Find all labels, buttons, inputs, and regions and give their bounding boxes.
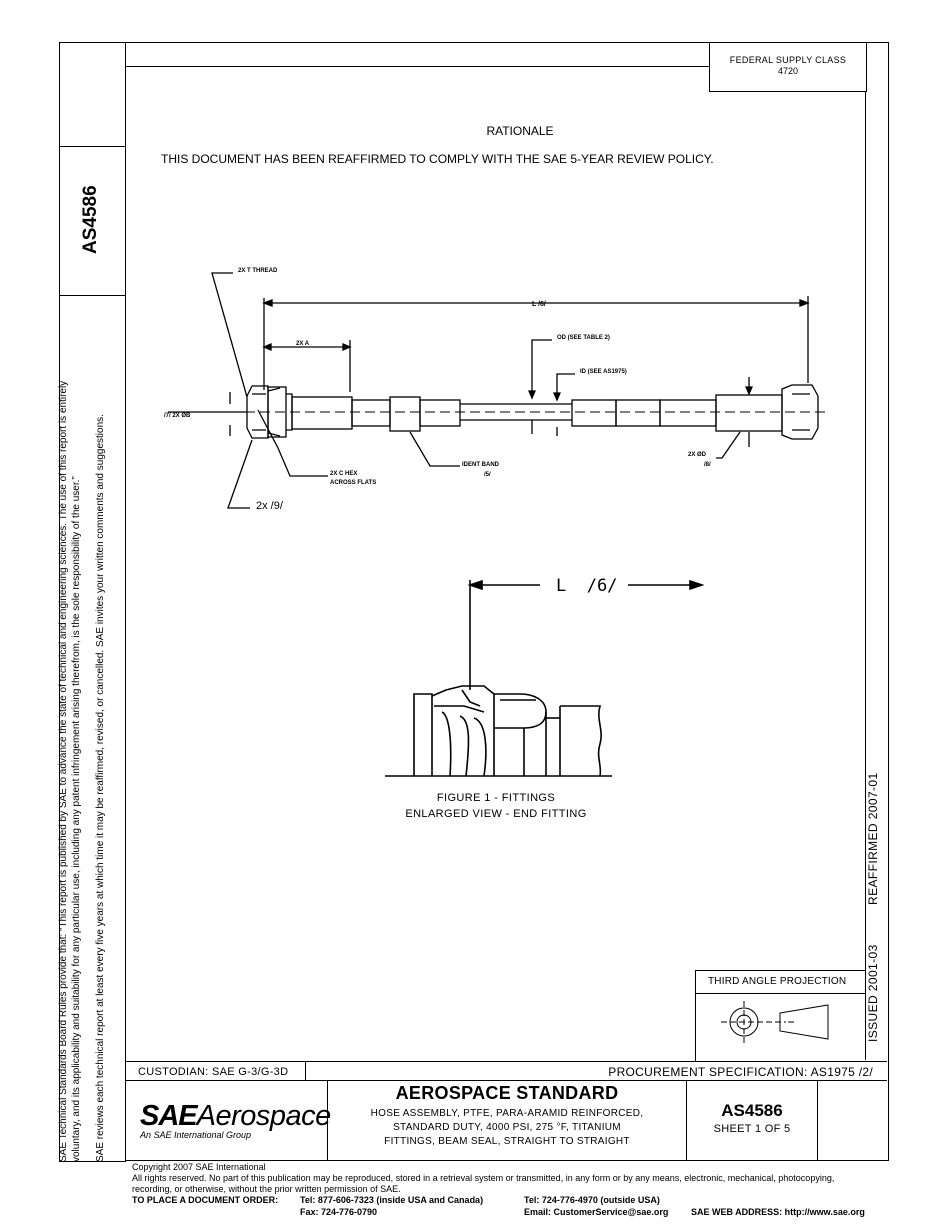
rationale-text: THIS DOCUMENT HAS BEEN REAFFIRMED TO COM… (161, 152, 714, 166)
footer-rights-1: All rights reserved. No part of this pub… (132, 1173, 835, 1183)
procurement-spec: PROCUREMENT SPECIFICATION: AS1975 /2/ (608, 1065, 873, 1079)
side-number-box (59, 146, 126, 296)
label-id: ID (SEE AS1975) (580, 369, 627, 375)
footer-tel-intl: Tel: 724-776-4970 (outside USA) (524, 1195, 660, 1205)
title-block-v0 (305, 1061, 306, 1080)
disclaimer-line-2: voluntary, and its applicability and sui… (71, 476, 82, 1162)
label-band-1: IDENT BAND (462, 462, 499, 468)
footer-order-label: TO PLACE A DOCUMENT ORDER: (132, 1195, 279, 1205)
label-od: OD (SEE TABLE 2) (557, 335, 610, 341)
footer-copyright: Copyright 2007 SAE International (132, 1162, 266, 1172)
label-enlarged-length: L /6/ (556, 576, 618, 596)
logo-subtitle: An SAE International Group (140, 1130, 252, 1140)
description-line-1: HOSE ASSEMBLY, PTFE, PARA-ARAMID REINFOR… (370, 1108, 644, 1119)
figure-caption-2: ENLARGED VIEW - END FITTING (405, 808, 587, 820)
projection-label: THIRD ANGLE PROJECTION (708, 976, 847, 987)
sheet-number: SHEET 1 OF 5 (713, 1123, 791, 1135)
supply-class-label: FEDERAL SUPPLY CLASS (729, 55, 847, 65)
logo-sae: SAE (140, 1100, 198, 1132)
disclaimer-line-3: SAE reviews each technical report at lea… (95, 414, 106, 1162)
title-block-v3 (817, 1080, 818, 1160)
reaffirmed-date: REAFFIRMED 2007-01 (866, 772, 880, 905)
label-diam-d-1: 2X ØD (688, 452, 707, 458)
disclaimer-line-1: SAE Technical Standards Board Rules prov… (58, 380, 69, 1162)
footer-tel-us: Tel: 877-606-7323 (inside USA and Canada… (300, 1195, 484, 1205)
projection-divider (696, 993, 866, 994)
footer-fax: Fax: 724-776-0790 (300, 1207, 378, 1217)
hose-assembly-drawing (168, 272, 830, 509)
title-block-v1 (327, 1080, 328, 1160)
label-thread: 2X T THREAD (238, 268, 278, 274)
footer-web[interactable]: SAE WEB ADDRESS: http://www.sae.org (691, 1207, 865, 1217)
title-block-rule-2 (125, 1080, 887, 1081)
rationale-title: RATIONALE (486, 124, 554, 138)
issued-date: ISSUED 2001-03 (866, 944, 880, 1042)
label-diam-d-2: /8/ (704, 462, 711, 468)
label-hex-1: 2X C HEX (330, 471, 358, 477)
side-doc-number: AS4586 (80, 185, 101, 254)
title-doc-number: AS4586 (721, 1101, 783, 1120)
projection-box: THIRD ANGLE PROJECTION (695, 970, 866, 1061)
right-inner-rule (865, 91, 866, 1060)
footer-email[interactable]: Email: CustomerService@sae.org (524, 1207, 669, 1217)
logo-aerospace: Aerospace (196, 1100, 332, 1132)
standard-title: AEROSPACE STANDARD (395, 1083, 619, 1103)
figure-caption-1: FIGURE 1 - FITTINGS (436, 792, 556, 804)
enlarged-fitting-drawing (385, 579, 705, 777)
footer-rights-2: recording, or otherwise, without the pri… (132, 1184, 401, 1194)
title-block-top-rule (125, 1061, 887, 1062)
title-block-v2 (686, 1080, 687, 1160)
label-band-2: /5/ (484, 472, 491, 478)
description-line-3: FITTINGS, BEAM SEAL, STRAIGHT TO STRAIGH… (384, 1136, 630, 1147)
projection-symbol-icon (721, 1001, 829, 1045)
label-note9: 2x /9/ (256, 500, 283, 512)
description-line-2: STANDARD DUTY, 4000 PSI, 275 °F, TITANIU… (393, 1122, 621, 1133)
sae-aerospace-logo: SAEAerospace An SAE International Group (140, 1100, 331, 1140)
label-length: L /6/ (532, 301, 546, 308)
label-two-a: 2X A (296, 341, 310, 347)
label-diam-b: /7/ 2X ØB (164, 413, 191, 419)
label-hex-2: ACROSS FLATS (330, 480, 377, 486)
supply-class-box: FEDERAL SUPPLY CLASS 4720 (709, 42, 867, 92)
supply-class-value: 4720 (777, 66, 799, 76)
left-margin-frame (59, 42, 126, 1162)
custodian: CUSTODIAN: SAE G-3/G-3D (138, 1066, 289, 1078)
main-frame (125, 42, 889, 1161)
header-rule (125, 66, 709, 67)
